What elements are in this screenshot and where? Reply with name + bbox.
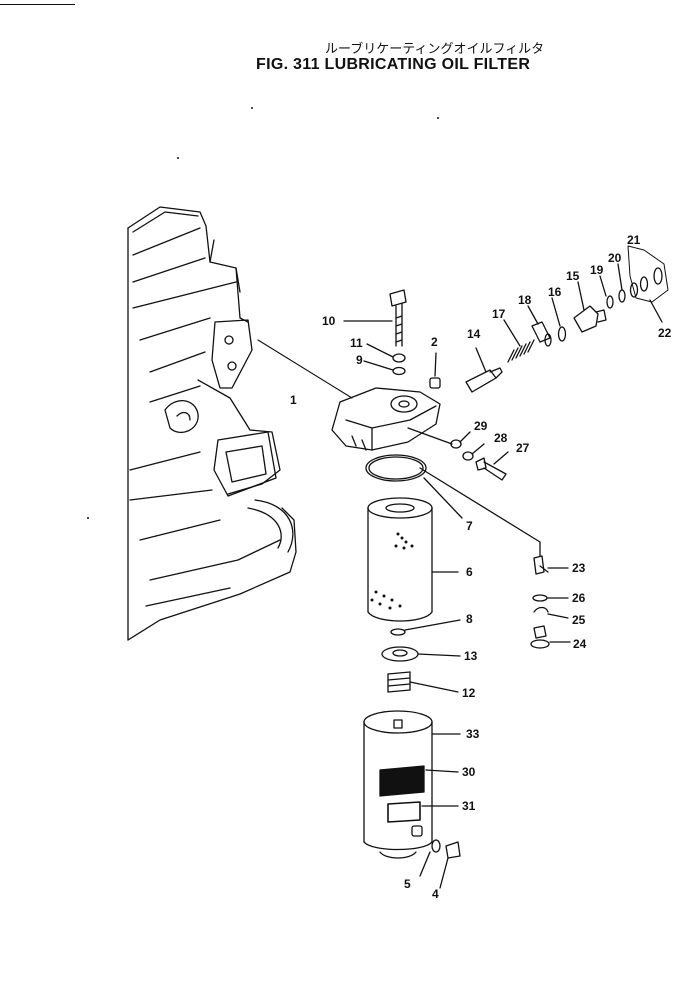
callout-14: 14 bbox=[467, 327, 481, 341]
callout-labels: 10 11 9 2 14 17 18 16 15 19 20 21 22 1 2… bbox=[290, 233, 672, 901]
engine-block bbox=[127, 206, 297, 641]
callout-8: 8 bbox=[466, 612, 473, 626]
callout-10: 10 bbox=[322, 314, 336, 328]
bracket-23-group bbox=[530, 555, 571, 649]
plug-2 bbox=[429, 352, 441, 389]
spring-17 bbox=[503, 319, 535, 363]
callout-29: 29 bbox=[474, 419, 488, 433]
callout-1: 1 bbox=[290, 393, 297, 407]
callout-33: 33 bbox=[466, 727, 480, 741]
filter-head bbox=[257, 339, 441, 451]
bolt-27-assembly bbox=[407, 427, 509, 481]
callout-13: 13 bbox=[464, 649, 478, 663]
plunger-18 bbox=[527, 297, 567, 347]
title-japanese: ルーブリケーティングオイルフィルタ bbox=[325, 42, 545, 57]
bolt-10-assembly bbox=[343, 289, 407, 376]
callout-21: 21 bbox=[627, 233, 641, 247]
callout-22: 22 bbox=[658, 326, 672, 340]
callout-24: 24 bbox=[573, 637, 587, 651]
callout-4: 4 bbox=[432, 887, 439, 901]
callout-6: 6 bbox=[466, 565, 473, 579]
callout-12: 12 bbox=[462, 686, 476, 700]
gasket-7 bbox=[365, 454, 541, 557]
callout-16: 16 bbox=[548, 285, 562, 299]
filter-case-33 bbox=[363, 710, 461, 859]
callout-30: 30 bbox=[462, 765, 476, 779]
callout-19: 19 bbox=[590, 263, 604, 277]
valve-14 bbox=[465, 347, 503, 393]
callout-31: 31 bbox=[462, 799, 476, 813]
callout-9: 9 bbox=[356, 353, 363, 367]
callout-18: 18 bbox=[518, 293, 532, 307]
callout-15: 15 bbox=[566, 269, 580, 283]
corner-rule bbox=[0, 4, 75, 5]
callout-26: 26 bbox=[572, 591, 586, 605]
callout-25: 25 bbox=[572, 613, 586, 627]
callout-11: 11 bbox=[350, 336, 363, 350]
scan-specks bbox=[87, 107, 439, 519]
callout-23: 23 bbox=[572, 561, 586, 575]
callout-17: 17 bbox=[492, 307, 506, 321]
callout-20: 20 bbox=[608, 251, 622, 265]
figure-title: FIG. 311 LUBRICATING OIL FILTER bbox=[256, 56, 531, 73]
callout-5: 5 bbox=[404, 877, 411, 891]
callout-7: 7 bbox=[466, 519, 473, 533]
plug-15-group bbox=[573, 245, 669, 333]
drain-plug-group bbox=[419, 839, 461, 889]
callout-28: 28 bbox=[494, 431, 508, 445]
spring-assembly bbox=[381, 619, 461, 693]
filter-element-6 bbox=[367, 497, 459, 622]
callout-27: 27 bbox=[516, 441, 530, 455]
callout-2: 2 bbox=[431, 335, 438, 349]
